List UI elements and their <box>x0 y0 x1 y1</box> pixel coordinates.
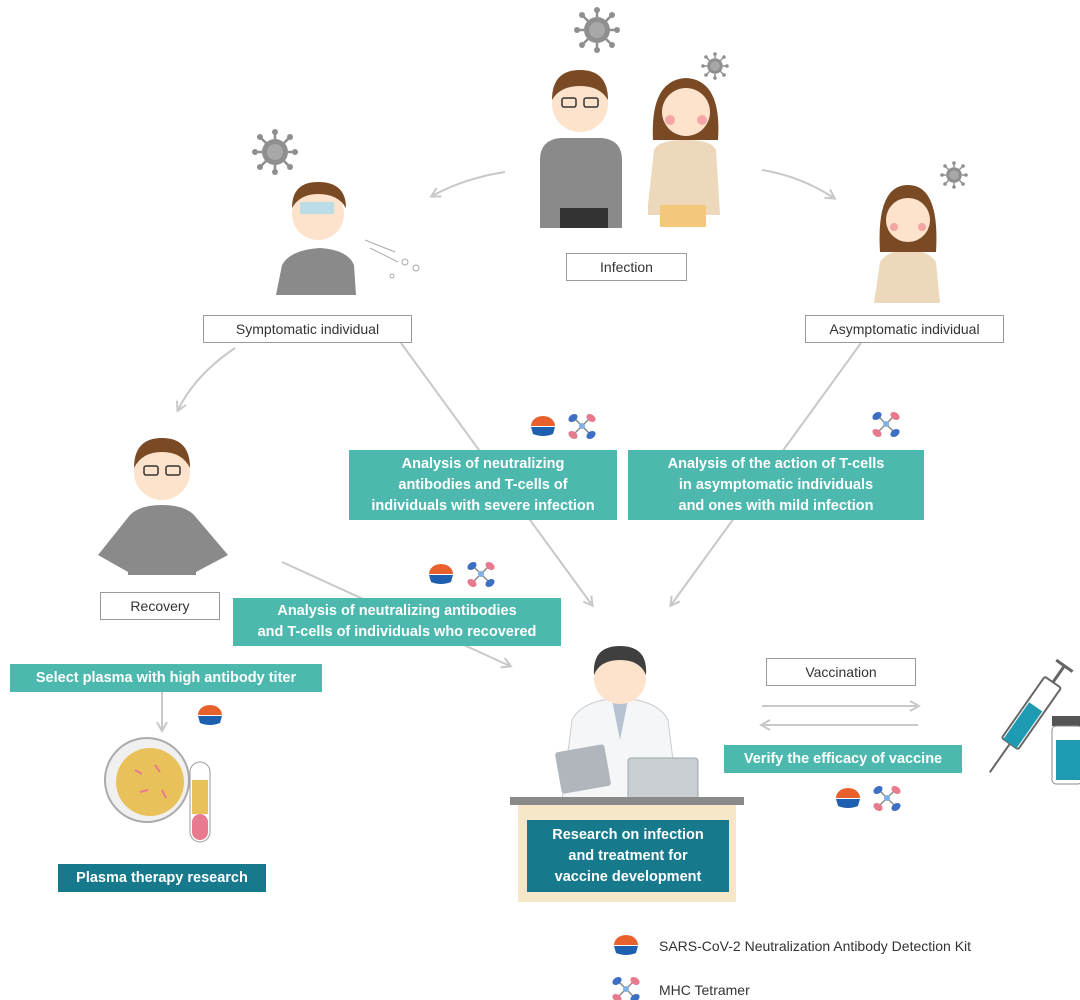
vaccination-label: Vaccination <box>766 658 916 686</box>
asymptomatic-label: Asymptomatic individual <box>805 315 1004 343</box>
virus-icon <box>939 160 969 190</box>
mhc-tetramer-icon <box>870 409 902 440</box>
virus-icon <box>572 5 622 55</box>
plasma-therapy-box: Plasma therapy research <box>58 864 266 892</box>
legend-antibody-kit-icon <box>614 935 638 955</box>
mhc-tetramer-icon <box>871 783 903 814</box>
analysis-severe-line: Analysis of neutralizing <box>401 455 565 472</box>
legend-antibody-kit-label: SARS-CoV-2 Neutralization Antibody Detec… <box>659 938 972 954</box>
syringe-icon <box>989 658 1074 773</box>
symptomatic-label: Symptomatic individual <box>203 315 412 343</box>
analysis-recovered-box: Analysis of neutralizing antibodies and … <box>233 598 561 646</box>
select-plasma-box: Select plasma with high antibody titer <box>10 664 322 692</box>
symptomatic-figure <box>276 182 420 295</box>
research-line: and treatment for <box>568 847 688 864</box>
analysis-asymptomatic-line: Analysis of the action of T-cells <box>667 455 885 472</box>
antibody-kit-icon <box>198 705 222 725</box>
analysis-severe-line: antibodies and T-cells of <box>398 476 568 493</box>
infected-man-figure <box>540 70 622 228</box>
infection-label: Infection <box>566 253 687 281</box>
analysis-asymptomatic-line: in asymptomatic individuals <box>678 476 874 493</box>
asymptomatic-figure <box>874 185 940 303</box>
virus-icon <box>700 51 730 81</box>
vial-icon <box>1051 716 1080 785</box>
research-line: Research on infection <box>552 826 704 843</box>
mhc-tetramer-icon <box>465 559 497 590</box>
legend-mhc-tetramer-label: MHC Tetramer <box>659 982 750 998</box>
antibody-kit-icon <box>429 564 453 584</box>
analysis-asymptomatic-line: and ones with mild infection <box>678 497 874 514</box>
antibody-kit-icon <box>836 788 860 808</box>
recovered-figure <box>98 438 228 575</box>
antibody-kit-icon <box>531 416 555 436</box>
analysis-severe-line: individuals with severe infection <box>371 497 595 514</box>
research-line: vaccine development <box>554 868 702 885</box>
infected-woman-figure <box>648 78 720 227</box>
analysis-severe-box: Analysis of neutralizing antibodies and … <box>349 450 617 520</box>
analysis-recovered-line: and T-cells of individuals who recovered <box>257 624 537 640</box>
analysis-recovered-line: Analysis of neutralizing antibodies <box>277 603 517 619</box>
research-box: Research on infection and treatment for … <box>527 820 729 892</box>
legend-mhc-tetramer-icon <box>610 974 642 1000</box>
virus-icon <box>250 127 300 177</box>
desk-top <box>510 797 744 805</box>
test-tube-icon <box>189 761 211 843</box>
analysis-asymptomatic-box: Analysis of the action of T-cells in asy… <box>628 450 924 520</box>
mhc-tetramer-icon <box>566 411 598 442</box>
recovery-label: Recovery <box>100 592 220 620</box>
verify-vaccine-box: Verify the efficacy of vaccine <box>724 745 962 773</box>
petri-dish-icon <box>104 737 190 823</box>
